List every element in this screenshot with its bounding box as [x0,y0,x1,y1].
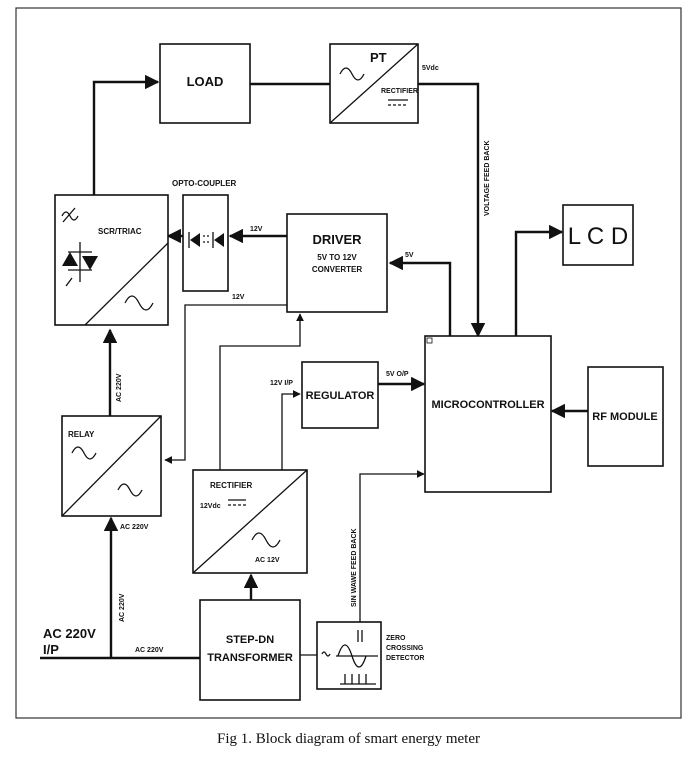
scr-sine-icon [124,295,154,311]
regulator-block [301,361,379,429]
regulator-5v-op-label: 5V O/P [386,371,409,378]
relay-sine-right-icon [117,483,143,497]
wire-rectifier-to-driver [219,313,304,470]
vertical-ac220v-label: AC 220V [119,593,126,622]
rectifier-12vdc-label: 12Vdc [200,503,221,510]
driver-5v-label: 5V [405,252,414,259]
sine-feedback-label: SIN WAWE FEED BACK [351,528,358,607]
wire-rectifier-to-regulator [281,390,301,470]
opto-led-icon [190,233,200,247]
driver-subtitle-2: CONVERTER [312,265,362,274]
rectifier-label: RECTIFIER [210,481,252,490]
load-label: LOAD [187,74,224,89]
ac-input-ip-label: I/P [43,642,59,657]
scr-triac-label: SCR/TRIAC [98,227,142,236]
opto-photo-icon [214,233,224,247]
relay-ac220v-up-label: AC 220V [116,373,123,402]
outer-frame [15,7,682,719]
driver-subtitle-1: 5V TO 12V [317,253,357,262]
zero-crossing-detector-block [316,621,382,690]
wire-sine-feedback [359,470,425,622]
pt-5vdc-label: 5Vdc [422,65,439,72]
step-dn-label: STEP-DN [226,634,274,646]
opto-12v-label: 12V [250,226,263,233]
pt-rectifier-label: RECTIFIER [381,88,418,95]
relay-label: RELAY [68,430,95,439]
relay-block [61,415,162,517]
input-wire-ac220v-label: AC 220V [135,647,164,654]
rectifier-sine-icon [251,532,281,548]
regulator-12v-ip-label: 12V I/P [270,380,293,387]
scr-sine-small-icon [61,211,79,221]
ac-input-label: AC 220V [43,626,96,641]
zcd-label-1: ZERO [386,635,406,642]
wire-driver-to-relay [164,304,287,464]
opto-coupler-block [182,194,229,292]
driver-block [286,213,388,313]
zcd-label-3: DETECTOR [386,655,424,662]
triac-icon [62,242,98,287]
driver-12v-label: 12V [232,294,245,301]
driver-label: DRIVER [312,232,362,247]
microcontroller-label: MICROCONTROLLER [431,399,544,411]
zcd-input-icon [321,651,331,657]
microcontroller-block [424,335,552,493]
relay-ac220v-in-label: AC 220V [120,524,149,531]
rectifier-block [192,469,308,574]
wire-mcu-to-lcd [514,224,564,336]
regulator-label: REGULATOR [306,390,375,402]
lcd-block [562,204,634,266]
pt-label: PT [370,50,387,65]
scr-triac-block [54,194,169,326]
wire-scr-to-load [92,74,160,195]
opto-coupler-label: OPTO-COUPLER [172,179,237,188]
mcu-corner-mark [426,337,433,344]
step-dn-transformer-block [199,599,301,701]
wires [40,74,588,660]
voltage-feedback-label: VOLTAGE FEED BACK [484,140,491,216]
rectifier-ac12v-label: AC 12V [255,557,280,564]
pt-sine-icon [339,67,365,81]
pt-block [329,43,419,124]
rf-module-block [587,366,664,467]
relay-sine-left-icon [71,446,97,460]
figure-caption: Fig 1. Block diagram of smart energy met… [217,731,480,747]
wire-voltage-feedback [418,82,486,338]
lcd-label: L C D [568,223,628,250]
zcd-label-2: CROSSING [386,645,424,652]
load-block [159,43,251,124]
wire-mcu-to-driver [388,255,452,336]
rf-module-label: RF MODULE [592,411,657,423]
transformer-label: TRANSFORMER [207,652,293,664]
